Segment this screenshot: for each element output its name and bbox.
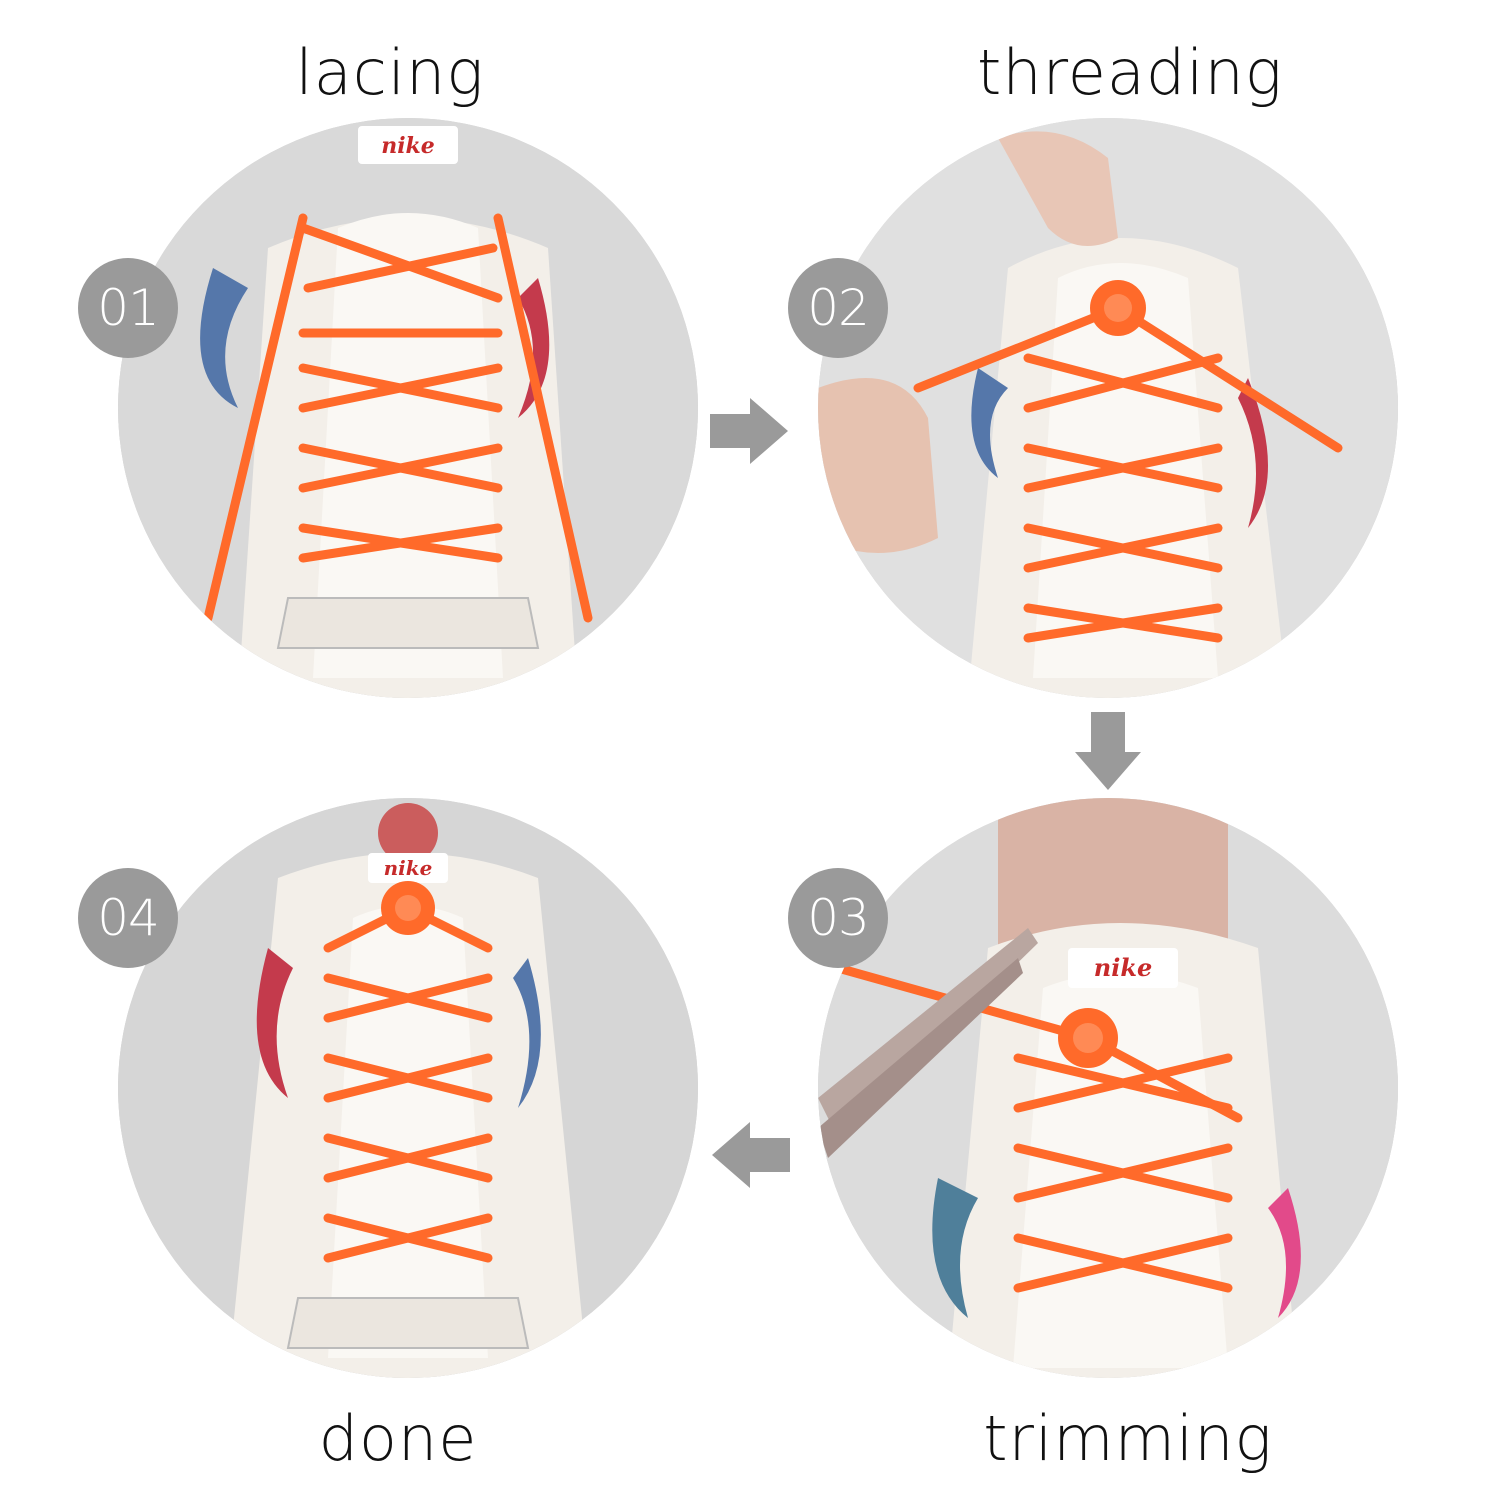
step-2-badge: 02 <box>788 258 888 358</box>
step-1-photo: nike <box>118 118 698 698</box>
step-4-label: done <box>318 1402 478 1475</box>
step-2-photo <box>818 118 1398 698</box>
svg-text:nike: nike <box>381 133 435 159</box>
step-4-photo: nike <box>118 798 698 1378</box>
step-4-badge: 04 <box>78 868 178 968</box>
svg-text:nike: nike <box>1094 953 1152 982</box>
shoe-illustration-1: nike <box>118 118 698 698</box>
arrow-left-icon <box>712 1122 790 1188</box>
step-3-label: trimming <box>983 1402 1273 1475</box>
step-3-photo: nike <box>818 798 1398 1378</box>
shoe-illustration-2 <box>818 118 1398 698</box>
step-2-label: threading <box>977 36 1283 109</box>
arrow-right-icon <box>710 398 788 464</box>
step-1-badge: 01 <box>78 258 178 358</box>
arrow-down-icon <box>1075 712 1141 790</box>
svg-text:nike: nike <box>384 856 433 880</box>
shoe-illustration-3: nike <box>818 798 1398 1378</box>
shoe-illustration-4: nike <box>118 798 698 1378</box>
step-1-label: lacing <box>295 36 485 109</box>
step-3-badge: 03 <box>788 868 888 968</box>
